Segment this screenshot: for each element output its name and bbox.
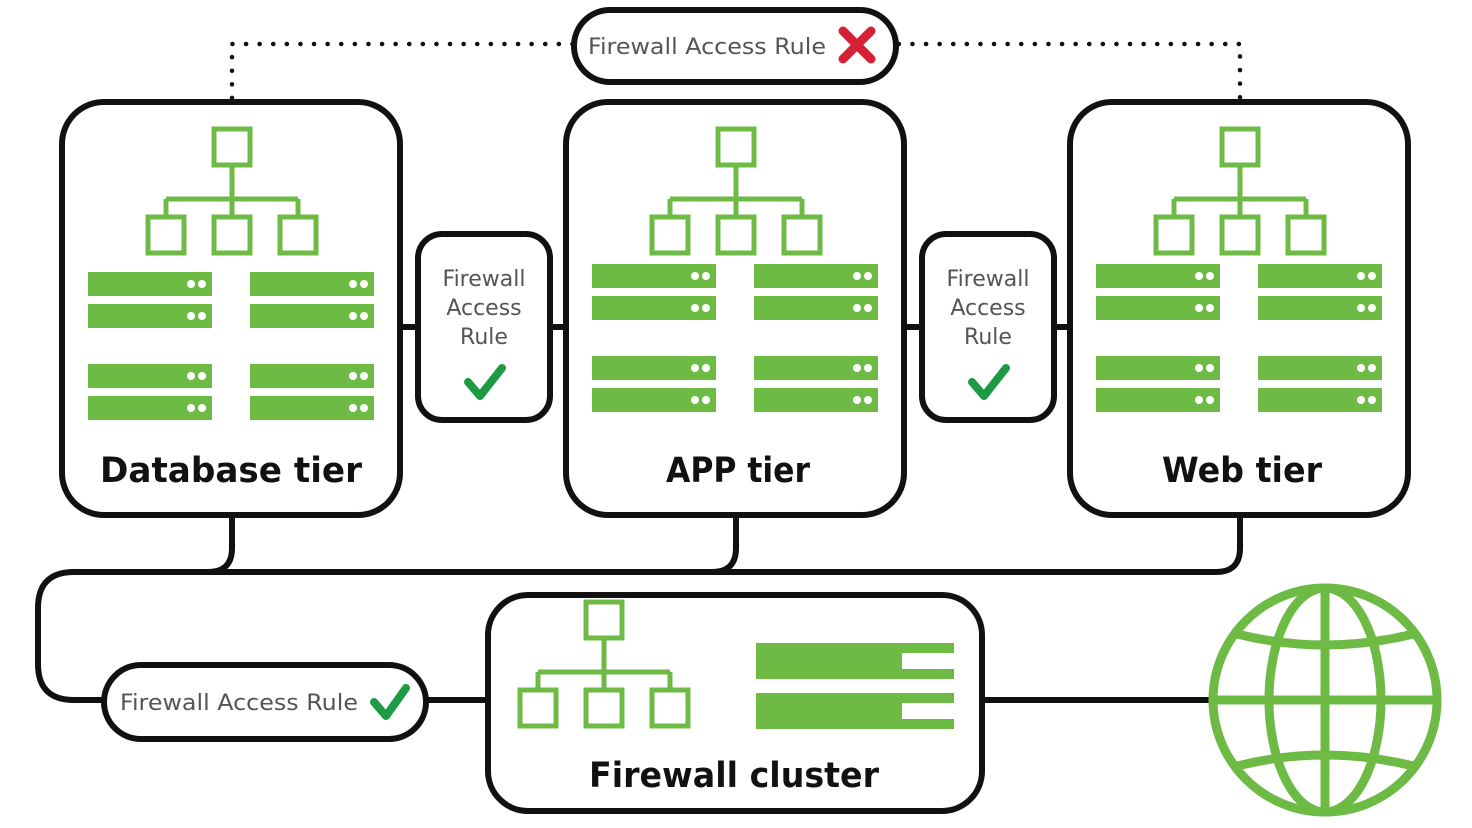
rule-bottom: Firewall Access Rule bbox=[101, 662, 429, 742]
rule-top-pill bbox=[571, 7, 899, 85]
firewall-cluster: Firewall cluster bbox=[485, 592, 985, 814]
tier-web-label: Web tier bbox=[1162, 451, 1323, 491]
rule-bottom-pill bbox=[101, 662, 429, 742]
tier-web: Web tier bbox=[1067, 99, 1411, 518]
checkmark-icon bbox=[968, 364, 1010, 400]
rule-app-web: Firewall Access Rule bbox=[919, 231, 1057, 423]
server-rack-icon bbox=[592, 264, 878, 412]
rule-top-label: Firewall Access Rule bbox=[588, 35, 826, 60]
tier-app-label: APP tier bbox=[666, 451, 811, 491]
tier-app: APP tier bbox=[563, 99, 907, 518]
checkmark-icon bbox=[464, 364, 506, 400]
network-hierarchy-icon bbox=[1153, 126, 1327, 256]
rule-db-app-line-2: Access bbox=[446, 296, 521, 321]
cross-icon bbox=[838, 26, 876, 64]
bus-app-drop bbox=[711, 515, 739, 575]
checkmark-icon bbox=[370, 684, 410, 720]
rule-bottom-label: Firewall Access Rule bbox=[120, 691, 358, 716]
network-hierarchy-icon bbox=[517, 599, 691, 729]
rule-db-app-box bbox=[415, 231, 553, 423]
rule-app-web-box bbox=[919, 231, 1057, 423]
server-rack-icon bbox=[756, 643, 954, 729]
firewall-cluster-label: Firewall cluster bbox=[589, 756, 880, 796]
rule-db-app-line-3: Rule bbox=[460, 325, 508, 350]
rule-db-app: Firewall Access Rule bbox=[415, 231, 553, 423]
rule-app-web-line-2: Access bbox=[950, 296, 1025, 321]
bus-db-drop bbox=[207, 515, 235, 575]
network-hierarchy-icon bbox=[145, 126, 319, 256]
server-rack-icon bbox=[1096, 264, 1382, 412]
server-rack-icon bbox=[88, 272, 374, 420]
rule-db-app-line-1: Firewall bbox=[443, 267, 526, 292]
globe-icon bbox=[1208, 583, 1442, 817]
rule-top: Firewall Access Rule bbox=[571, 7, 899, 85]
tier-database-label: Database tier bbox=[100, 451, 363, 491]
rule-app-web-line-1: Firewall bbox=[947, 267, 1030, 292]
tier-database: Database tier bbox=[59, 99, 403, 518]
network-hierarchy-icon bbox=[649, 126, 823, 256]
rule-app-web-line-3: Rule bbox=[964, 325, 1012, 350]
bus-main bbox=[35, 515, 1243, 703]
